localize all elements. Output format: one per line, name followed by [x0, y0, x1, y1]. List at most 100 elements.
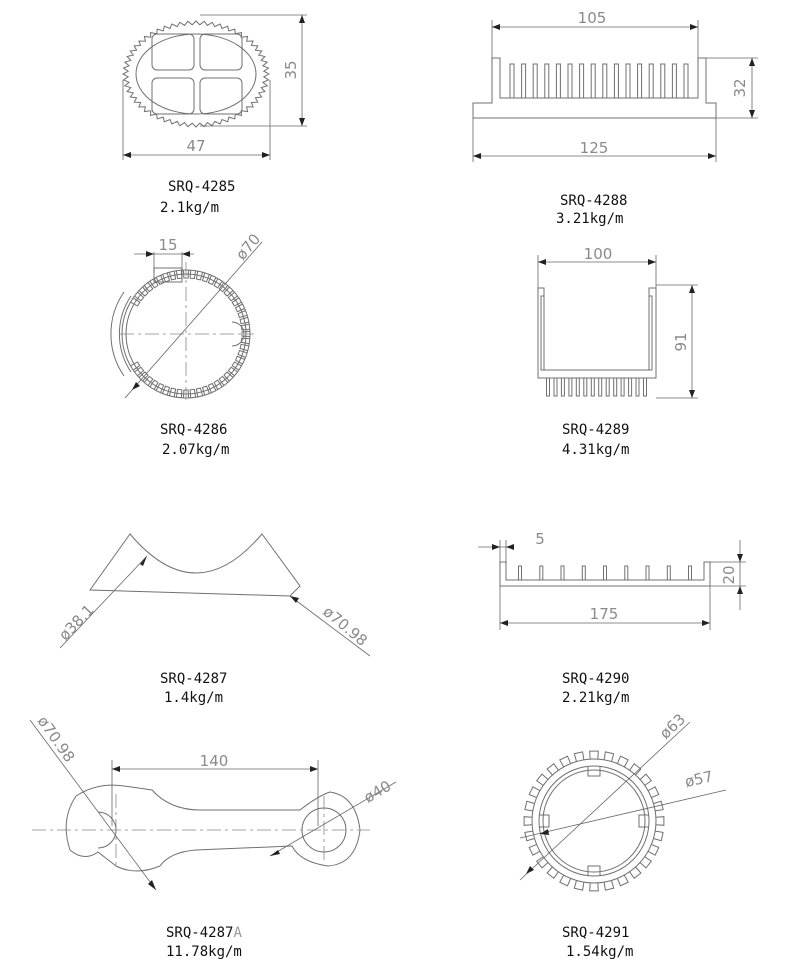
dimension-label-overall-width: 125 [580, 139, 609, 157]
part-code: SRQ-4285 [168, 179, 235, 195]
diameter-leader [59, 555, 148, 649]
fin [553, 377, 558, 397]
slot-feature [153, 267, 183, 283]
oval-inner-ring [135, 33, 257, 115]
arrowhead [749, 110, 755, 118]
tube-inner-rib-circle [542, 769, 646, 873]
part-code: SRQ-4288 [560, 193, 627, 209]
part-weight: 2.21kg/m [562, 690, 629, 706]
fin [660, 63, 666, 99]
fin [555, 63, 561, 99]
fin-group [509, 63, 689, 99]
dimension-label-height: 20 [720, 565, 738, 584]
fin [688, 565, 692, 581]
profile-srq-4287a: 140 ø70.98 ø40 SRQ-4287A 11.78kg/m [29, 713, 397, 960]
dimension-label-slot: 15 [158, 236, 177, 254]
arrowhead [310, 766, 318, 772]
fin-group [546, 377, 647, 397]
arrowhead [146, 251, 154, 257]
arrowhead [749, 58, 755, 66]
fin [613, 377, 618, 397]
dimension-label-outer-diameter: ø70.98 [319, 603, 371, 650]
profile-srq-4289: 100 91 SRQ-4289 4.31kg/m [537, 245, 698, 458]
fin [532, 63, 538, 99]
arrowhead [737, 554, 743, 562]
tube-bore-circle [538, 765, 650, 877]
arrowhead [690, 24, 698, 30]
dimension-label-inner-diameter: ø38.1 [55, 601, 98, 644]
arrowhead [506, 544, 514, 550]
part-weight: 3.21kg/m [556, 211, 623, 227]
dimension-label-width: 100 [584, 245, 613, 263]
profile-srq-4291: ø63 ø57 SRQ-4291 1.54kg/m [519, 710, 727, 960]
fin [637, 63, 643, 99]
low-finned-profile-outline [499, 561, 711, 587]
arrowhead [132, 382, 140, 390]
fin [560, 377, 565, 397]
arrowhead [540, 829, 549, 835]
arrowhead [492, 544, 500, 550]
arrowhead [702, 620, 710, 626]
arrowhead [123, 152, 131, 158]
diameter-leader [289, 595, 371, 657]
fin [581, 565, 586, 581]
fin [598, 377, 603, 397]
dimension-label-outer-diameter: ø70.98 [34, 713, 79, 766]
arrowhead [299, 15, 305, 23]
dimension-label-height: 32 [731, 78, 749, 97]
arrowhead [538, 259, 546, 265]
fin [579, 63, 585, 99]
fin [521, 63, 527, 99]
inner-lug [587, 865, 601, 876]
arrowhead [689, 285, 695, 293]
fin [635, 377, 640, 397]
fin [605, 377, 610, 397]
fin [590, 377, 595, 397]
profile-srq-4287: ø38.1 ø70.98 SRQ-4287 1.4kg/m [55, 533, 371, 706]
fin [544, 63, 550, 99]
part-weight: 4.31kg/m [562, 442, 629, 458]
channel-profile-outline [537, 287, 657, 379]
fin [683, 63, 689, 99]
part-code: SRQ-4287A [166, 925, 242, 941]
fin [602, 63, 608, 99]
part-weight: 11.78kg/m [166, 944, 242, 960]
tube-teeth [130, 269, 251, 399]
part-code: SRQ-4287 [160, 671, 227, 687]
arrowhead [492, 24, 500, 30]
fin [628, 377, 633, 397]
diameter-leader [519, 721, 691, 881]
diameter-leader [519, 789, 727, 839]
fin [645, 565, 650, 581]
part-code-main: SRQ-4287 [166, 925, 233, 941]
finned-profile-outline [472, 57, 717, 119]
arrowhead [148, 880, 156, 890]
profile-srq-4286: 15 ø70 SRQ-4286 2.07kg/m [110, 230, 264, 458]
dimension-label-height: 91 [672, 332, 690, 351]
arrowhead [262, 152, 270, 158]
side-notch [231, 321, 245, 347]
fin [643, 377, 647, 397]
fin [613, 63, 619, 99]
profile-srq-4285: 47 35 SRQ-4285 2.1kg/m [121, 14, 307, 216]
arrowhead [737, 586, 743, 594]
fin [625, 63, 631, 99]
profile-srq-4288: 105 125 32 SRQ-4288 3.21kg/m [472, 9, 758, 227]
dimension-label-height: 35 [282, 60, 300, 79]
tube-outer-arc [110, 291, 125, 377]
link-profile-outline [65, 784, 361, 872]
arrowhead [290, 596, 299, 603]
part-weight: 2.1kg/m [160, 200, 219, 216]
dimension-label-center-distance: 140 [200, 752, 229, 770]
part-code: SRQ-4289 [562, 422, 629, 438]
tube-body-circle [531, 758, 657, 884]
inner-lug [638, 814, 649, 828]
part-code: SRQ-4291 [562, 925, 629, 941]
inner-cavity [151, 33, 195, 71]
dimension-label-inner-width: 105 [578, 9, 607, 27]
fin [568, 377, 573, 397]
fin-group [518, 565, 692, 581]
inner-lug [587, 766, 601, 777]
part-weight: 1.54kg/m [566, 944, 633, 960]
